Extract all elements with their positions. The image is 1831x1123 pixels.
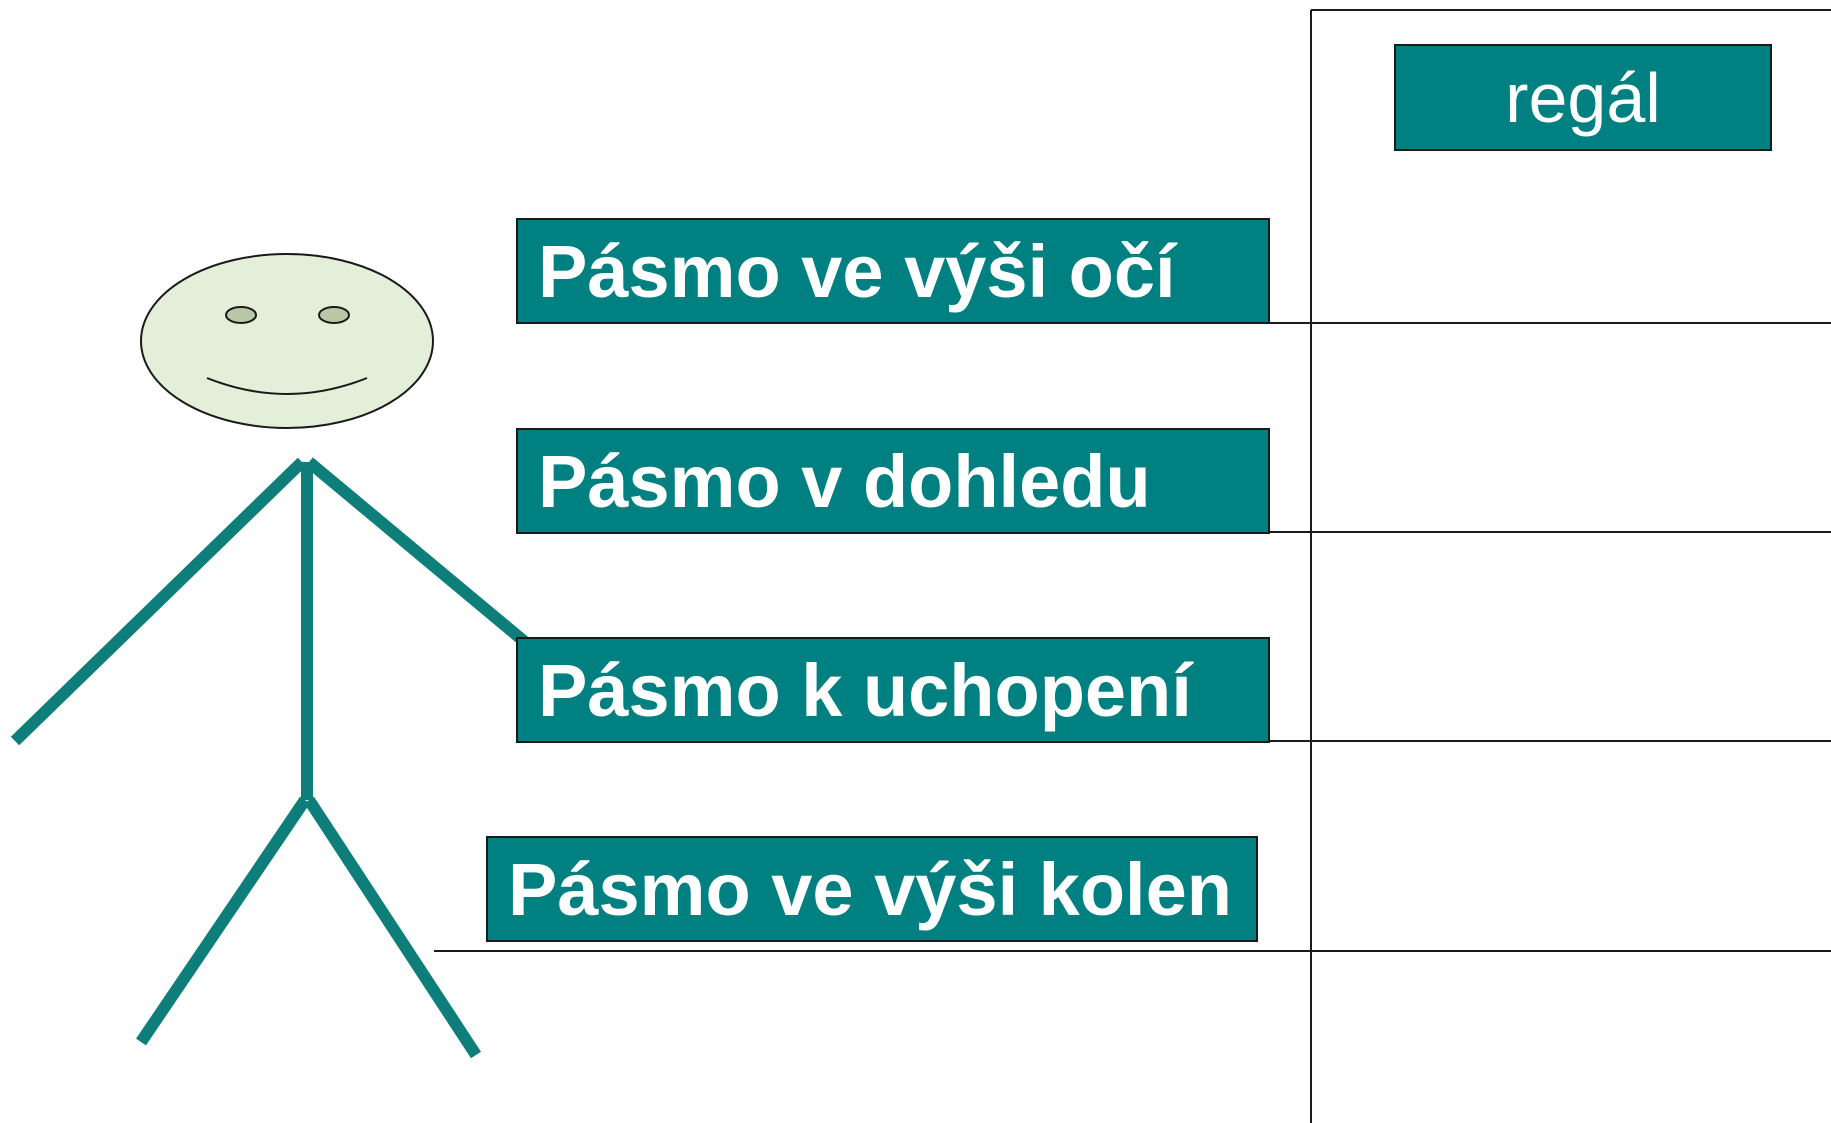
zone-within-reach-label: Pásmo k uchopení: [538, 648, 1192, 732]
zone-knee-level: Pásmo ve výši kolen: [486, 836, 1258, 942]
shelf-title: regál: [1394, 44, 1772, 151]
zone-within-reach: Pásmo k uchopení: [516, 637, 1270, 743]
figure-left-leg: [136, 796, 310, 1046]
figure-right-eye: [318, 306, 350, 324]
figure-smile: [206, 377, 368, 395]
zone-eye-level-label: Pásmo ve výši očí: [538, 229, 1176, 313]
figure-left-eye: [225, 306, 257, 324]
stick-figure-icon: [10, 253, 644, 1059]
figure-left-arm: [10, 457, 307, 746]
shelf: [434, 9, 1831, 1123]
zone-knee-level-label: Pásmo ve výši kolen: [508, 847, 1232, 931]
zone-in-sight: Pásmo v dohledu: [516, 428, 1270, 534]
figure-head: [140, 253, 434, 429]
shelf-title-text: regál: [1505, 58, 1661, 137]
figure-right-leg: [303, 796, 482, 1059]
zone-in-sight-label: Pásmo v dohledu: [538, 439, 1151, 523]
zone-eye-level: Pásmo ve výši očí: [516, 218, 1270, 324]
